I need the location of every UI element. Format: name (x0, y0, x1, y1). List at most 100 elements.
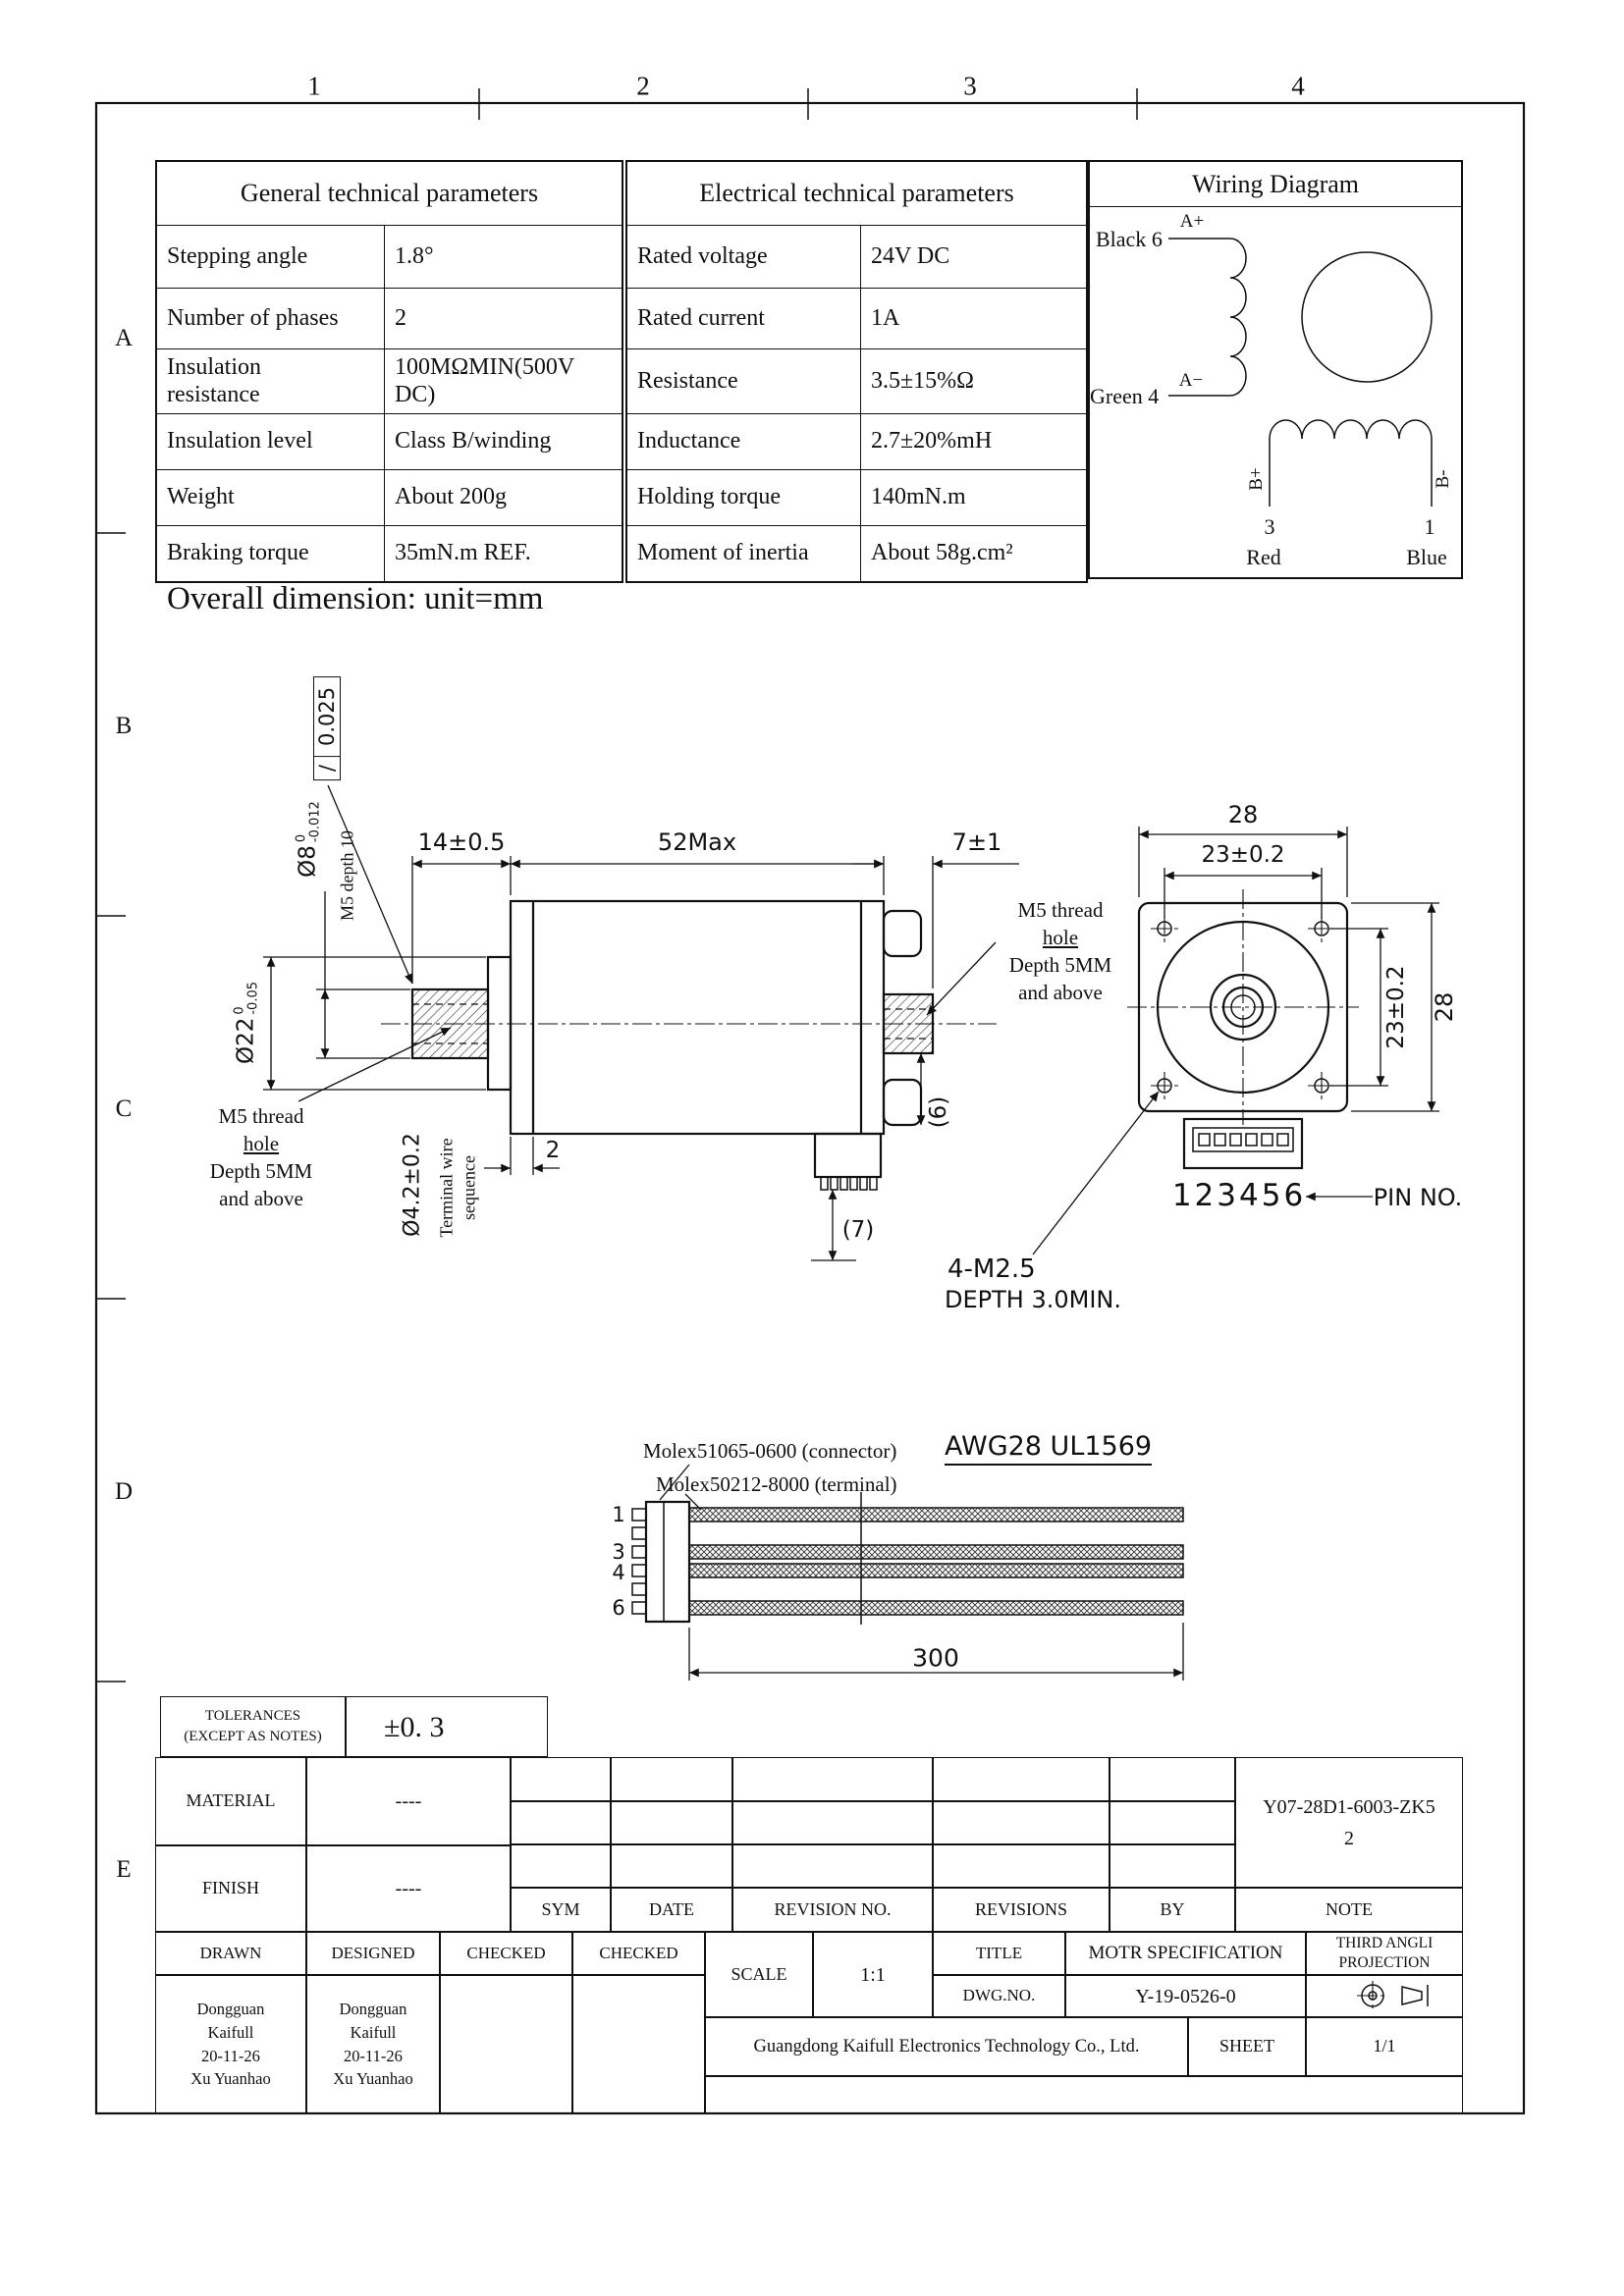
revision-cell (1110, 1757, 1235, 1801)
param-label: Holding torque (627, 470, 861, 526)
revision-cell (611, 1844, 732, 1888)
wiring-b-minus-label: B- (1433, 469, 1453, 489)
general-parameters-table: General technical parameters Stepping an… (155, 160, 623, 583)
finish-label: FINISH (155, 1845, 306, 1932)
third-angle-projection-symbol-icon (1357, 1981, 1429, 2010)
param-value: 1.8° (385, 226, 622, 289)
rev-header-revision-no: REVISION NO. (732, 1888, 933, 1932)
dim-7-label: 7±1 (951, 828, 1002, 856)
cable-connector-label: Molex51065-0600 (connector) (643, 1439, 897, 1463)
front-dim-23-right: 23±0.2 (1383, 965, 1409, 1049)
flatness-value: 0.025 (315, 686, 339, 747)
revision-cell (611, 1757, 732, 1801)
param-value: Class B/winding (385, 414, 622, 470)
param-label: Insulation level (157, 414, 385, 470)
sheet-label: SHEET (1188, 2017, 1306, 2076)
param-value: 140mN.m (861, 470, 1086, 526)
wiring-diagram-title: Wiring Diagram (1090, 162, 1461, 207)
flatness-symbol-icon: ∕ (314, 756, 340, 780)
param-value: 35mN.m REF. (395, 540, 531, 566)
revision-cell (732, 1801, 933, 1844)
material-value: ---- (306, 1757, 511, 1845)
zone-row-c: C (115, 1095, 133, 1122)
revision-cell (511, 1801, 611, 1844)
side-view-dimensions (263, 784, 1019, 1261)
wiring-black-lead-label: Black 6 (1096, 227, 1163, 251)
scale-value: 1:1 (813, 1932, 933, 2017)
revision-cell (933, 1801, 1110, 1844)
title-value: MOTR SPECIFICATION (1065, 1932, 1306, 1975)
revision-cell (933, 1757, 1110, 1801)
sheet-value: 1/1 (1306, 2017, 1463, 2076)
zone-col-4: 4 (1291, 71, 1305, 101)
zone-col-2: 2 (636, 71, 650, 101)
wire-num-1: 1 (612, 1503, 625, 1526)
dim-2-label: 2 (545, 1138, 561, 1163)
projection-symbol-cell (1306, 1975, 1463, 2017)
checked-header-2: CHECKED (572, 1932, 705, 1975)
param-label: Inductance (627, 414, 861, 470)
pin-no-label: PIN NO. (1373, 1184, 1463, 1211)
zone-row-e: E (116, 1856, 132, 1883)
wire-spec-label: AWG28 UL1569 (945, 1431, 1153, 1466)
revision-cell (1110, 1844, 1235, 1888)
front-view-art (1127, 889, 1359, 1170)
wiring-diagram-box: Wiring Diagram (1088, 160, 1463, 579)
wire-num-4: 4 (612, 1561, 625, 1584)
rev-header-revisions: REVISIONS (933, 1888, 1110, 1932)
callout-m5-left: M5 thread hole Depth 5MM and above (209, 1104, 313, 1210)
param-value: 3.5±15%Ω (861, 349, 1086, 414)
terminal-wire-note: Terminal wire sequence (436, 1138, 479, 1238)
scale-label: SCALE (705, 1932, 813, 2017)
param-label: Resistance (627, 349, 861, 414)
wiring-blue-label: Blue (1406, 545, 1447, 569)
cable-art (631, 1464, 1184, 1681)
param-label: Braking torque (157, 526, 385, 581)
callout-m5-right: M5 thread hole Depth 5MM and above (1008, 898, 1112, 1004)
electrical-table-title: Electrical technical parameters (627, 162, 1086, 226)
param-value: 1A (861, 289, 1086, 349)
wire-num-3: 3 (612, 1540, 625, 1564)
zone-row-d: D (114, 1478, 134, 1505)
revision-cell (933, 1844, 1110, 1888)
zone-row-a: A (114, 325, 134, 351)
revision-cell (732, 1757, 933, 1801)
sheet-frame (94, 88, 1526, 2115)
overall-dimension-title: Overall dimension: unit=mm (167, 581, 544, 616)
wiring-a-minus-label: A− (1178, 370, 1204, 391)
zone-row-b: B (115, 713, 133, 739)
dim-14-label: 14±0.5 (417, 828, 506, 856)
wiring-pin-1-label: 1 (1424, 514, 1435, 539)
pin-numbers: 123456 (1171, 1178, 1307, 1213)
param-value: 24V DC (861, 226, 1086, 289)
checked-info-2 (572, 1975, 705, 2113)
param-value: 2.7±20%mH (861, 414, 1086, 470)
m5-depth-note: M5 depth 10 (337, 830, 357, 921)
param-label: Rated current (627, 289, 861, 349)
front-view-dimensions (1032, 827, 1439, 1255)
screw-spec-label: 4-M2.5 (947, 1255, 1036, 1284)
dim-6-label: (6) (926, 1095, 951, 1129)
zone-col-1: 1 (307, 71, 321, 101)
checked-info-1 (440, 1975, 572, 2113)
cable-terminal-label: Molex50212-8000 (terminal) (656, 1472, 897, 1496)
dia42-label: Ø4.2±0.2 (400, 1133, 425, 1237)
electrical-parameters-table: Electrical technical parameters Rated vo… (625, 160, 1088, 583)
revision-cell (511, 1844, 611, 1888)
wiring-diagram-art (1168, 238, 1433, 507)
param-label: Weight (157, 470, 385, 526)
side-view-art (381, 899, 997, 1191)
tolerances-label: TOLERANCES(EXCEPT AS NOTES) (160, 1696, 346, 1757)
revision-cell (511, 1757, 611, 1801)
tolerance-value: ±0. 3 (346, 1696, 548, 1757)
wiring-red-label: Red (1246, 545, 1281, 569)
revision-cell (1110, 1801, 1235, 1844)
